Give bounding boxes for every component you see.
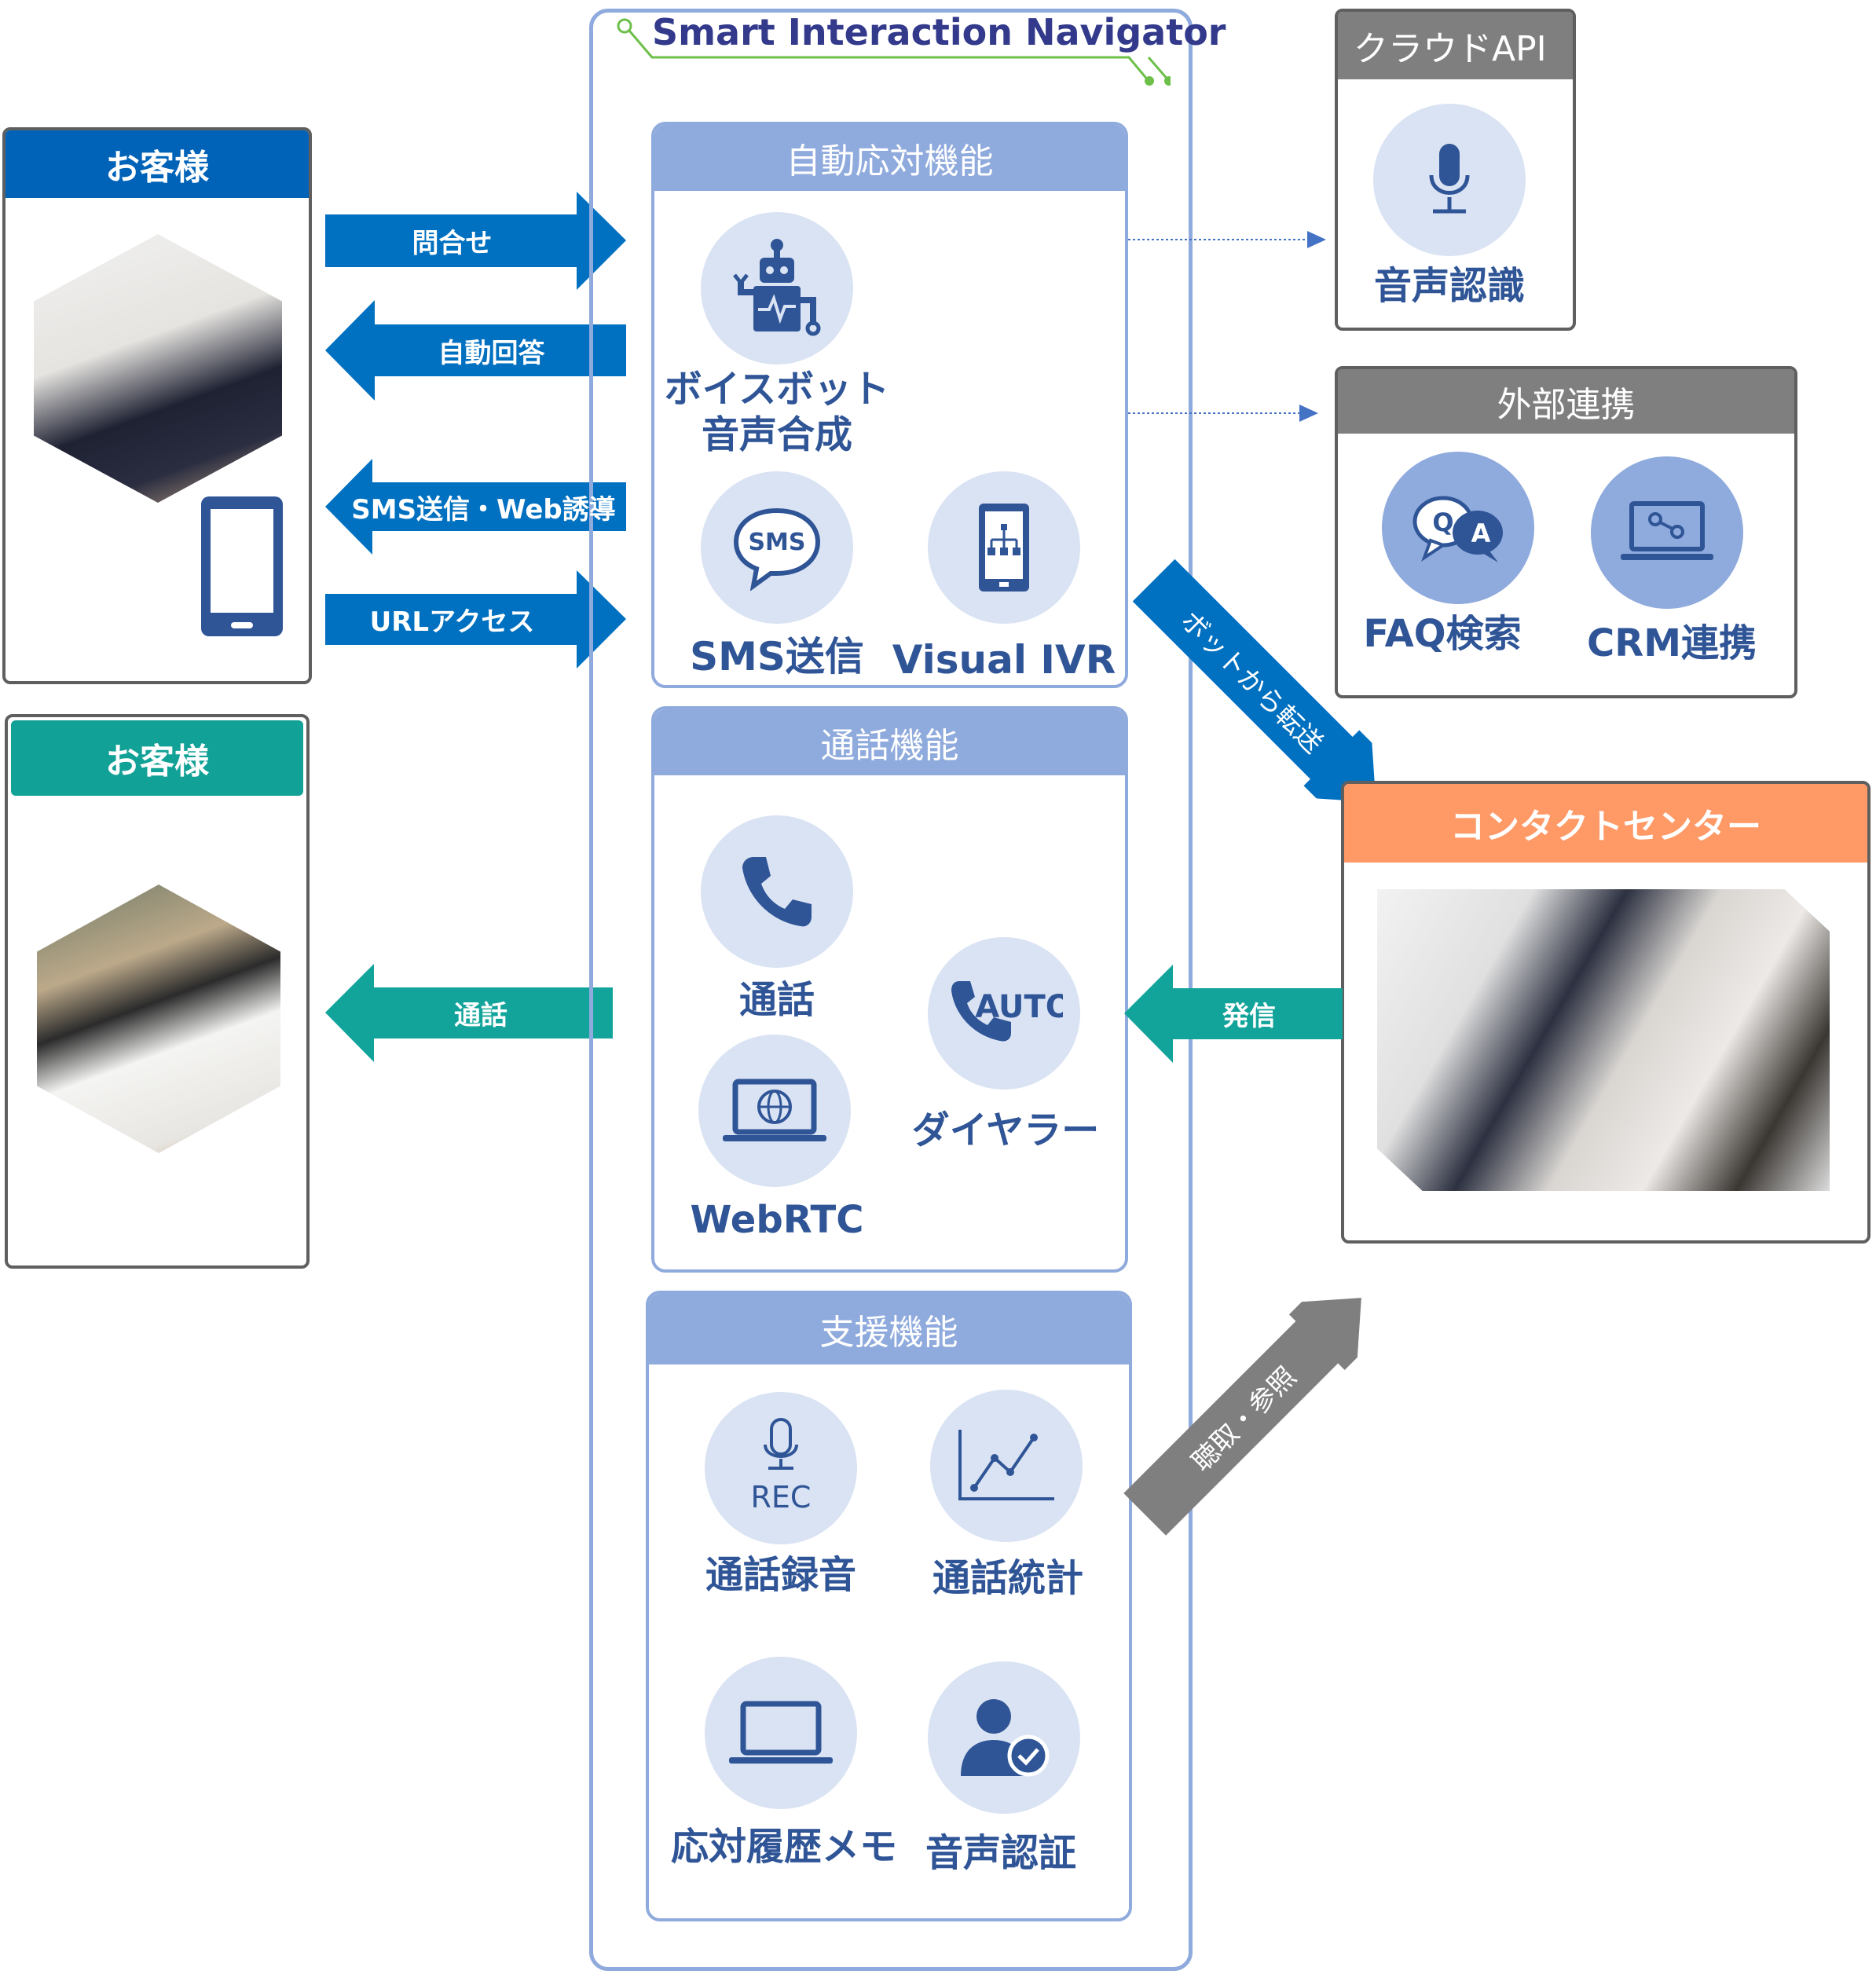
auto-icon-text: AUTO (975, 989, 1063, 1025)
customer-photo-1 (34, 234, 282, 503)
rec-microphone-icon: REC (751, 1418, 812, 1515)
call-arrow: 通話 (325, 964, 613, 1062)
crm-button[interactable] (1591, 456, 1743, 609)
laptop-globe-icon (723, 1079, 826, 1141)
contact-center-box: コンタクトセンター (1341, 781, 1871, 1244)
app-title: Smart Interaction Navigator (652, 11, 1226, 53)
voice-auth-button[interactable] (928, 1661, 1080, 1814)
memo-label: 応対履歴メモ (670, 1825, 898, 1870)
auto-answer-arrow: 自動回答 (325, 300, 626, 401)
call-label: 通話 (454, 1000, 507, 1031)
dotted-connector-external (1128, 405, 1318, 422)
url-label: URLアクセス (369, 606, 535, 638)
customer-header-1: お客様 (5, 130, 309, 198)
voicebot-label-line2: 音声合成 (701, 412, 852, 456)
dialer-button[interactable]: AUTO (928, 937, 1080, 1090)
auto-answer-label: 自動回答 (438, 337, 545, 369)
support-section: 支援機能 (646, 1291, 1132, 1921)
voicebot-label: ボイスボット音声合成 (665, 367, 890, 457)
visual-ivr-button[interactable] (928, 471, 1080, 624)
support-header: 支援機能 (649, 1294, 1129, 1364)
sms-button[interactable]: SMS (701, 471, 853, 624)
tablet-icon (201, 496, 283, 636)
outbound-arrow: 発信 (1124, 965, 1343, 1063)
transfer-arrow: ボットから転送 (1126, 552, 1404, 830)
dotted-connector-cloud (1128, 231, 1326, 248)
inquiry-arrow: 問合せ (325, 192, 626, 290)
auto-response-header: 自動応対機能 (654, 125, 1125, 191)
auto-dialer-icon: AUTO (951, 981, 1063, 1042)
faq-a-text: A (1471, 518, 1491, 548)
contact-center-header: コンタクトセンター (1344, 784, 1867, 863)
customer-box-2: お客様 (5, 714, 310, 1269)
user-check-icon (961, 1699, 1050, 1777)
rec-icon-text: REC (751, 1480, 812, 1515)
memo-button[interactable] (705, 1657, 857, 1809)
voicebot-label-line1: ボイスボット (664, 367, 890, 412)
title-circuit-decoration (617, 18, 1171, 86)
robot-icon (733, 239, 821, 336)
mobile-ivr-icon (979, 504, 1029, 592)
speech-recognition-button[interactable] (1373, 104, 1526, 256)
speech-recognition-label: 音声認識 (1373, 264, 1526, 309)
voicebot-button[interactable] (701, 212, 853, 364)
crm-laptop-icon (1621, 501, 1713, 560)
contact-center-photo (1377, 889, 1830, 1191)
webrtc-label: WebRTC (690, 1198, 864, 1243)
phone-icon (742, 857, 812, 927)
customer-header-2: お客様 (11, 720, 303, 796)
sms-arrow: SMS送信・Web誘導 (325, 459, 626, 555)
visual-ivr-label: Visual IVR (892, 637, 1116, 683)
microphone-icon (1429, 144, 1470, 214)
stats-label: 通話統計 (932, 1556, 1084, 1601)
crm-label: CRM連携 (1587, 621, 1757, 666)
call-label-text: 通話 (738, 978, 815, 1023)
faq-label: FAQ検索 (1363, 612, 1522, 657)
url-arrow: URLアクセス (325, 570, 626, 668)
dialer-label: ダイヤラー (911, 1108, 1100, 1153)
laptop-icon (729, 1701, 833, 1764)
line-chart-icon (958, 1430, 1054, 1500)
voice-auth-label: 音声認証 (925, 1831, 1077, 1876)
inquiry-label: 問合せ (412, 228, 493, 259)
call-header: 通話機能 (654, 709, 1125, 775)
recording-label: 通話録音 (705, 1553, 857, 1598)
sms-bubble-icon: SMS (733, 507, 821, 591)
external-header: 外部連携 (1338, 369, 1794, 434)
cloud-api-header: クラウドAPI (1338, 12, 1573, 79)
auto-response-section: 自動応対機能 (651, 122, 1128, 688)
sms-icon-text: SMS (748, 529, 805, 556)
customer-photo-2 (37, 885, 280, 1153)
outbound-label: 発信 (1222, 1001, 1276, 1032)
sms-label: SMS送信・Web誘導 (351, 493, 616, 526)
recording-button[interactable]: REC (705, 1392, 857, 1544)
customer-box-1: お客様 (2, 127, 312, 684)
call-button[interactable] (701, 815, 853, 968)
webrtc-button[interactable] (698, 1035, 851, 1187)
monitor-arrow: 聴取・参照 (1117, 1270, 1389, 1542)
faq-q-text: Q (1432, 507, 1453, 537)
sms-send-label: SMS送信 (690, 634, 864, 679)
stats-button[interactable] (930, 1390, 1083, 1542)
